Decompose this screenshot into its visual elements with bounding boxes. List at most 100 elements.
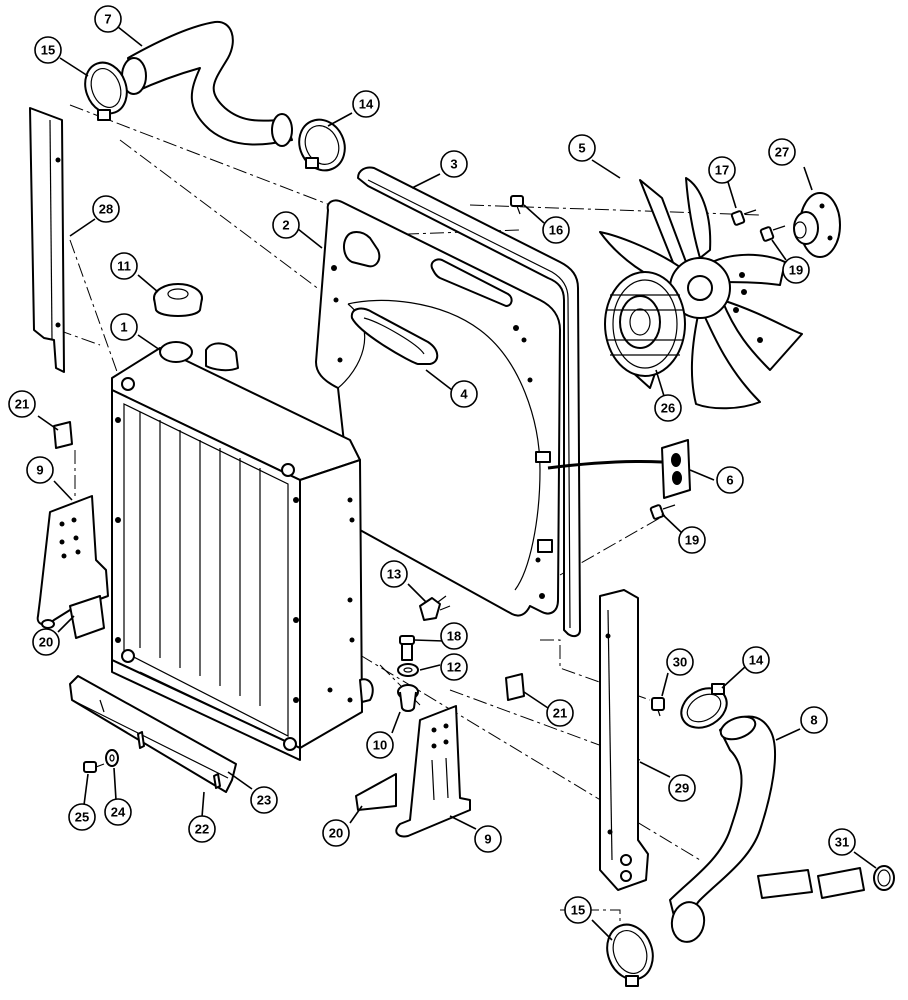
callout-label: 14 xyxy=(359,97,374,112)
drain-valve[interactable] xyxy=(419,595,451,621)
callout-c8: 8 xyxy=(800,706,828,734)
callout-circle xyxy=(92,195,120,223)
callout-c27: 27 xyxy=(768,138,796,166)
callout-circle xyxy=(26,456,54,484)
washer-24[interactable] xyxy=(105,749,119,767)
callout-c15a: 15 xyxy=(34,36,62,64)
callout-circle xyxy=(352,90,380,118)
callout-circle xyxy=(250,786,278,814)
callout-circle xyxy=(742,646,770,674)
callout-c15b: 15 xyxy=(564,896,592,924)
callout-label: 20 xyxy=(329,826,343,841)
bolt-25[interactable] xyxy=(83,761,105,773)
leader-lines xyxy=(37,26,877,941)
callout-circle xyxy=(110,313,138,341)
bolt-16[interactable] xyxy=(510,195,524,215)
fan-shroud[interactable] xyxy=(315,199,561,617)
hose-clamp-top[interactable] xyxy=(78,57,133,121)
bottom-support-rail[interactable] xyxy=(69,675,237,793)
callout-circle xyxy=(94,5,122,33)
upper-hose[interactable] xyxy=(121,20,293,147)
callout-label: 1 xyxy=(120,320,127,335)
callout-c7: 7 xyxy=(94,5,122,33)
callout-circle xyxy=(716,466,744,494)
bolt-17[interactable] xyxy=(730,209,757,226)
callout-c25: 25 xyxy=(68,803,96,831)
bolt-19-lower[interactable] xyxy=(649,504,676,520)
callout-circle xyxy=(568,134,596,162)
callout-label: 19 xyxy=(685,533,699,548)
callout-c12: 12 xyxy=(440,653,468,681)
callout-label: 7 xyxy=(104,12,111,27)
callout-label: 21 xyxy=(15,397,29,412)
callout-label: 24 xyxy=(111,805,126,820)
bushing-10[interactable] xyxy=(397,684,419,712)
callout-circle xyxy=(678,526,706,554)
callout-circle xyxy=(440,653,468,681)
callout-c14b: 14 xyxy=(742,646,770,674)
bolt-19-upper[interactable] xyxy=(759,225,786,242)
callout-circle xyxy=(272,211,300,239)
callout-label: 31 xyxy=(835,835,849,850)
callout-label: 14 xyxy=(749,653,764,668)
washer-12[interactable] xyxy=(397,663,419,677)
callout-label: 27 xyxy=(775,145,789,160)
hose-clamp-lower[interactable] xyxy=(674,680,734,735)
hose-clamp-bottom[interactable] xyxy=(600,918,660,987)
mounting-bracket-center[interactable] xyxy=(395,705,471,838)
hose-clamp-upper-right[interactable] xyxy=(291,112,353,178)
fan-hub[interactable] xyxy=(793,192,841,258)
callout-label: 19 xyxy=(789,263,803,278)
callout-circle xyxy=(768,138,796,166)
callout-c13: 13 xyxy=(380,560,408,588)
hose-clamp-small[interactable] xyxy=(873,865,895,891)
rubber-pad-left[interactable] xyxy=(53,421,73,449)
fan-shroud-seal[interactable] xyxy=(357,166,581,638)
callout-circle xyxy=(800,706,828,734)
bolt-30[interactable] xyxy=(651,697,665,717)
oval-grommet[interactable] xyxy=(350,307,439,365)
callout-c9a: 9 xyxy=(26,456,54,484)
side-seal-strip-left[interactable] xyxy=(29,107,65,373)
callout-label: 5 xyxy=(578,141,585,156)
lower-hose[interactable] xyxy=(669,712,865,944)
callout-c5: 5 xyxy=(568,134,596,162)
callout-circle xyxy=(188,815,216,843)
callout-c4: 4 xyxy=(450,380,478,408)
callout-circle xyxy=(542,216,570,244)
callout-c26: 26 xyxy=(654,394,682,422)
callout-label: 28 xyxy=(99,202,113,217)
wedge-pad-center[interactable] xyxy=(355,773,397,811)
callout-label: 9 xyxy=(36,463,43,478)
rubber-pad-right[interactable] xyxy=(505,673,525,701)
callout-circle xyxy=(546,699,574,727)
rubber-grommet[interactable] xyxy=(547,439,691,499)
callout-c30: 30 xyxy=(666,648,694,676)
callout-label: 13 xyxy=(387,567,401,582)
wedge-pad-left[interactable] xyxy=(69,595,105,639)
radiator-cap[interactable] xyxy=(153,283,203,317)
callout-label: 4 xyxy=(460,387,468,402)
callout-c24: 24 xyxy=(104,798,132,826)
callout-label: 18 xyxy=(447,629,461,644)
callout-circle xyxy=(564,896,592,924)
callout-label: 29 xyxy=(675,781,689,796)
side-seal-strip-right[interactable] xyxy=(599,589,649,891)
callout-c21a: 21 xyxy=(8,390,36,418)
callout-circle xyxy=(380,560,408,588)
callout-label: 30 xyxy=(673,655,687,670)
callout-c20b: 20 xyxy=(322,819,350,847)
callout-c19a: 19 xyxy=(782,256,810,284)
callout-circle xyxy=(782,256,810,284)
callout-c31: 31 xyxy=(828,828,856,856)
radiator[interactable] xyxy=(111,341,374,761)
callout-label: 20 xyxy=(39,635,53,650)
viscous-fan-drive[interactable] xyxy=(604,271,686,377)
callout-c1: 1 xyxy=(110,313,138,341)
bolt-18[interactable] xyxy=(399,635,415,661)
callout-c21b: 21 xyxy=(546,699,574,727)
mounting-bracket-left[interactable] xyxy=(36,495,109,629)
callout-c28: 28 xyxy=(92,195,120,223)
